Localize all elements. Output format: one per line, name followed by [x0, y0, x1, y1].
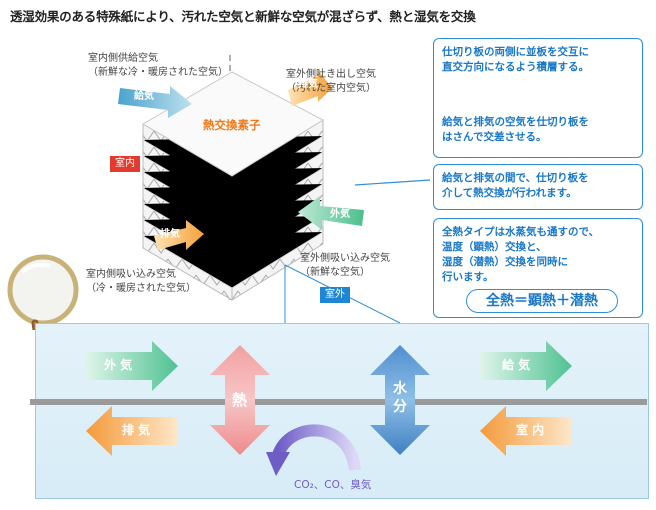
supply-arrow [118, 86, 192, 118]
diagram-title: 透湿効果のある特殊紙により、汚れた空気と新鮮な空気が混ざらず、熱と湿気を交換 [10, 9, 476, 24]
formula-badge: 全熱＝顕熱＋潜熱 [466, 289, 618, 313]
lower-indoor-label: 室 内 [516, 423, 545, 437]
lower-outside-air-label: 外 気 [104, 358, 133, 372]
outside-air-arrow [298, 196, 364, 230]
co2-label: CO₂、CO、臭気 [294, 479, 372, 491]
arrow-exhaust-top-label: 排気 [298, 79, 318, 90]
co2-curved-arrow [272, 424, 361, 472]
tag-outdoor: 室外 [320, 287, 350, 303]
exhaust-arrow-top [288, 70, 332, 106]
element-label: 熱交換素子 [203, 118, 261, 132]
label-indoor-supply: 室内側供給空気 （新鮮な冷・暖房された空気） [88, 53, 228, 78]
heat-label: 熱 [232, 391, 248, 409]
supply-arrow-lower [480, 341, 572, 391]
box2-connector [354, 179, 431, 186]
partition-band [30, 399, 647, 405]
arrow-supply-label: 給気 [134, 91, 154, 102]
heat-arrow [210, 345, 270, 455]
label-outdoor-intake: 室外側吸い込み空気 （新鮮な空気） [300, 253, 390, 278]
heat-exchanger-illustration [7, 55, 544, 330]
exhaust-arrow-lower [86, 406, 178, 456]
label-outdoor-exhaust: 室外側吐き出し空気 （汚れた室内空気） [286, 69, 376, 94]
lower-supply-label: 給 気 [502, 358, 531, 372]
exchanger-stack [142, 71, 325, 301]
moisture-label: 水 分 [393, 381, 407, 415]
arrow-outside-label: 外気 [330, 209, 350, 220]
lower-exhaust-label: 排 気 [122, 423, 151, 437]
label-indoor-intake: 室内側吸い込み空気 （冷・暖房された空気） [86, 269, 196, 294]
info-box-exchange: 給気と排気の間で、仕切り板を 介して熱交換が行われます。 [433, 164, 643, 210]
indoor-arrow-lower [480, 406, 572, 456]
info-box-lamination: 仕切り板の両側に並板を交互に 直交方向になるよう積層する。 給気と排気の空気を仕… [433, 38, 643, 158]
outside-air-arrow-lower [86, 341, 178, 391]
moisture-arrow [370, 345, 430, 455]
arrow-exhaust-bottom-label: 排気 [160, 229, 180, 240]
exhaust-arrow-bottom [154, 220, 204, 250]
tag-indoor: 室内 [110, 156, 140, 172]
